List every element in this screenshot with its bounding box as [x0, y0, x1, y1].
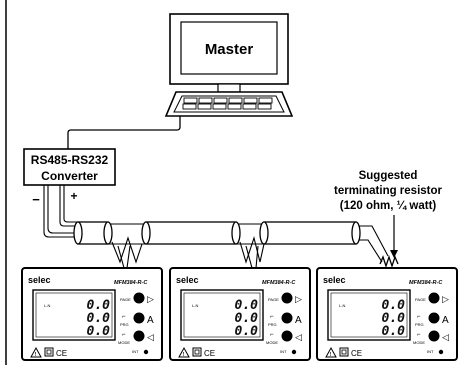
meter-int-label: INT [132, 349, 139, 354]
prg-bracket-icon: ⌐ [122, 314, 126, 320]
int-indicator [291, 349, 297, 355]
double-insulation-icon [44, 347, 54, 357]
meter-reading-3: 0.0 [382, 324, 406, 339]
meter-mode-label: MODE [118, 340, 130, 345]
page-button[interactable] [133, 292, 145, 304]
resistor-label-line1: Suggested [359, 170, 418, 182]
warning-triangle-icon [30, 346, 42, 358]
warning-mark-icon: ! [35, 352, 37, 358]
mode-button[interactable] [281, 330, 293, 342]
right-arrow-icon: ▷ [295, 294, 302, 304]
meter-a-label: A [442, 315, 449, 326]
converter-box: RS485-RS232 Converter [23, 148, 116, 186]
meter-reading-2: 0.0 [235, 311, 259, 326]
ce-mark: CE [56, 349, 67, 358]
right-arrow-icon: ▷ [147, 294, 154, 304]
meter-prg-label: PRG [268, 322, 277, 327]
double-insulation-inner [341, 349, 347, 355]
shielded-cable-2 [141, 221, 241, 245]
right-arrow-icon: ▷ [442, 294, 449, 304]
resistor-pointer-arrow [390, 215, 398, 258]
monitor-neck [217, 83, 241, 93]
double-insulation-inner [46, 349, 52, 355]
ce-mark: CE [351, 349, 362, 358]
page-button[interactable] [428, 292, 440, 304]
master-computer: Master [164, 13, 294, 117]
meter-brand: selec [28, 275, 51, 285]
mode-button[interactable] [133, 330, 145, 342]
meter-page-label: PAGE [415, 297, 426, 302]
converter-line1: RS485-RS232 [31, 153, 109, 167]
up-button[interactable] [428, 312, 440, 324]
plus-terminal-label: + [70, 189, 77, 203]
resistor-label-line3: (120 ohm, ¼ watt) [340, 200, 437, 212]
meter-reading-1: 0.0 [87, 298, 111, 313]
shielded-cable-3 [259, 221, 361, 245]
meter-reading-3: 0.0 [87, 324, 111, 339]
double-insulation-inner [194, 349, 200, 355]
page-button[interactable] [281, 292, 293, 304]
meter-a-label: A [147, 315, 154, 326]
meter-int-label: INT [427, 349, 434, 354]
keyboard-keys [182, 97, 273, 110]
meter-prg-label: PRG [415, 322, 424, 327]
meter-ln-label: L-N [339, 303, 346, 308]
meter-reading-1: 0.0 [382, 298, 406, 313]
meter-prg-label: PRG [120, 322, 129, 327]
meter-2: selec MFM384-R-C L-N 0.0 0.0 0.0 PAGE ▷ … [169, 267, 311, 361]
warning-mark-icon: ! [330, 352, 332, 358]
meter-model: MFM384-R-C [114, 280, 148, 286]
master-to-converter-cable [67, 116, 181, 149]
master-label: Master [205, 41, 254, 58]
meter-display-inner [330, 292, 408, 338]
prg-bracket-icon: ⌐ [417, 314, 421, 320]
meter-model: MFM384-R-C [409, 280, 443, 286]
meter-reading-2: 0.0 [87, 311, 111, 326]
meter-a-label: A [295, 315, 302, 326]
meter-3: selec MFM384-R-C L-N 0.0 0.0 0.0 PAGE ▷ … [316, 267, 458, 361]
meter-reading-1: 0.0 [235, 298, 259, 313]
meter-int-label: INT [280, 349, 287, 354]
shielded-cable-1 [73, 221, 113, 245]
meter-reading-2: 0.0 [382, 311, 406, 326]
warning-triangle-icon [178, 346, 190, 358]
meter-model: MFM384-R-C [262, 280, 296, 286]
meter-page-label: PAGE [268, 297, 279, 302]
meter-brand: selec [176, 275, 199, 285]
warning-mark-icon: ! [183, 352, 185, 358]
double-insulation-icon [339, 347, 349, 357]
mode-bracket-icon: ⌐ [270, 332, 274, 338]
enter-arrow-icon: ◁ [442, 332, 449, 342]
ce-mark: CE [204, 349, 215, 358]
double-insulation-icon [192, 347, 202, 357]
up-button[interactable] [281, 312, 293, 324]
terminating-resistor-icon [379, 254, 399, 269]
prg-bracket-icon: ⌐ [270, 314, 274, 320]
meter-mode-label: MODE [266, 340, 278, 345]
meter-brand: selec [323, 275, 346, 285]
minus-terminal-label: − [32, 192, 40, 207]
meter-mode-label: MODE [413, 340, 425, 345]
mode-bracket-icon: ⌐ [417, 332, 421, 338]
bus-wires [43, 185, 389, 269]
int-indicator [143, 349, 149, 355]
warning-triangle-icon [325, 346, 337, 358]
resistor-label-line2: terminating resistor [334, 185, 443, 197]
monitor-screen [180, 21, 278, 75]
meter-reading-3: 0.0 [235, 324, 259, 339]
enter-arrow-icon: ◁ [147, 332, 154, 342]
meter-ln-label: L-N [44, 303, 51, 308]
meter-display-inner [35, 292, 113, 338]
meter-ln-label: L-N [192, 303, 199, 308]
up-button[interactable] [133, 312, 145, 324]
int-indicator [438, 349, 444, 355]
converter-line2: Converter [41, 169, 98, 183]
mode-button[interactable] [428, 330, 440, 342]
meter-display-inner [183, 292, 261, 338]
enter-arrow-icon: ◁ [295, 332, 302, 342]
meter-page-label: PAGE [120, 297, 131, 302]
mode-bracket-icon: ⌐ [122, 332, 126, 338]
meter-1: selec MFM384-R-C L-N 0.0 0.0 0.0 PAGE ▷ … [21, 267, 163, 361]
